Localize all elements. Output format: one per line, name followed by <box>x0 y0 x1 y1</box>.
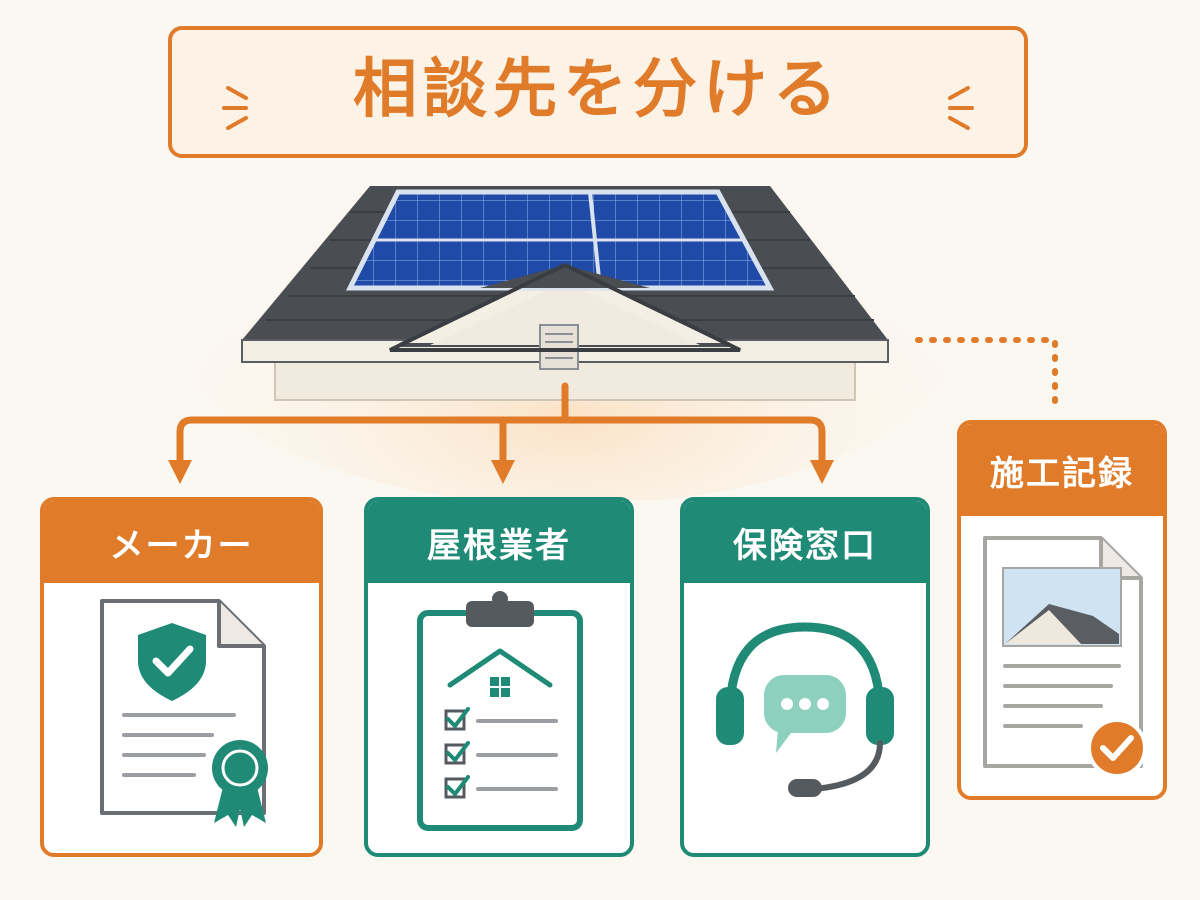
house-diagram <box>168 155 1058 500</box>
card-insurance-label: 保険窓口 <box>684 501 926 583</box>
card-construction-record-label: 施工記録 <box>961 424 1163 516</box>
photo-document-check-icon <box>983 536 1147 778</box>
connector-arrows <box>176 382 826 464</box>
clipboard-checklist-icon <box>417 591 583 831</box>
emphasis-lines-left-icon <box>222 86 248 130</box>
gable-wall <box>430 282 700 345</box>
arrow-head-maker <box>168 460 192 484</box>
arrow-head-insurance <box>810 460 834 484</box>
arrow-head-roofer <box>491 460 515 484</box>
title-banner: 相談先を分ける <box>168 26 1028 158</box>
card-roofer: 屋根業者 <box>364 497 634 857</box>
card-roofer-label: 屋根業者 <box>368 501 630 583</box>
card-manufacturer-label: メーカー <box>44 501 319 583</box>
dotted-connector <box>915 337 1058 408</box>
page-title: 相談先を分ける <box>353 53 843 127</box>
warranty-document-icon <box>100 599 268 827</box>
vent <box>539 324 579 370</box>
headset-chat-icon <box>716 622 894 797</box>
emphasis-lines-right-icon <box>948 86 974 130</box>
card-manufacturer: メーカー <box>40 497 323 857</box>
card-insurance: 保険窓口 <box>680 497 930 857</box>
card-construction-record: 施工記録 <box>957 420 1167 800</box>
